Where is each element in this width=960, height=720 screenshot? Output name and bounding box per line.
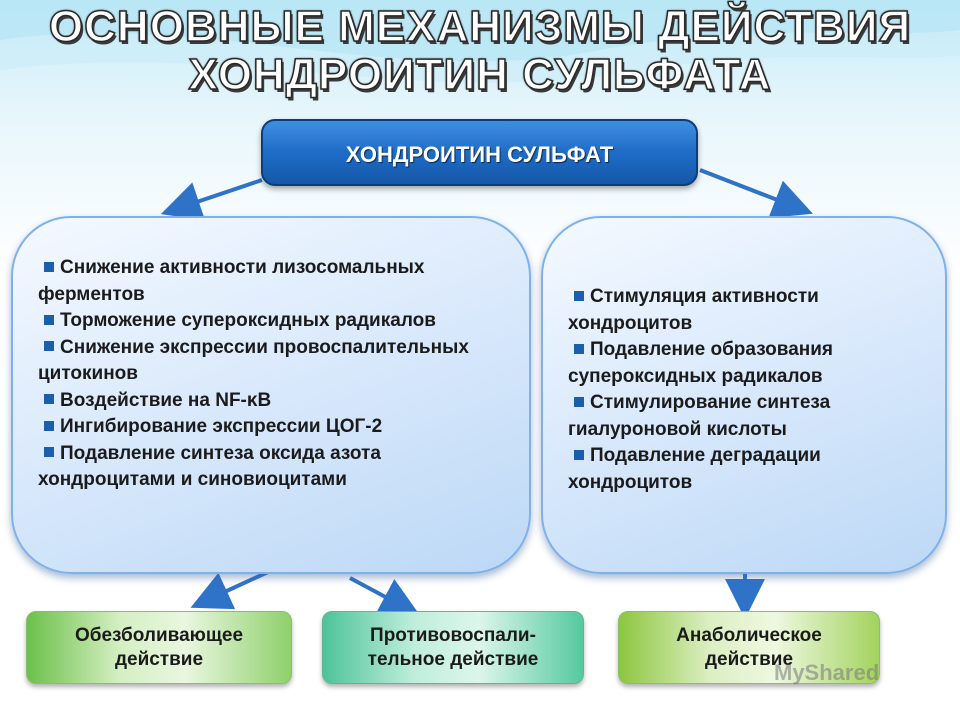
right-mechanisms-panel: Стимуляция активности хондроцитов Подавл… [541,216,947,574]
page-title-line1: ОСНОВНЫЕ МЕХАНИЗМЫ ДЕЙСТВИЯ [48,1,912,52]
list-item: Воздействие на NF-κB [38,388,518,415]
bullet-square-icon [574,290,584,301]
center-node: ХОНДРОИТИН СУЛЬФАТ [261,119,698,186]
bullet-square-icon [574,396,584,407]
effect-antiinflammatory: Противовоспали-тельное действие [322,611,584,684]
effect-anabolic: Анаболическое действие [618,611,880,684]
bullet-square-icon [44,394,54,405]
bullet-square-icon [44,261,54,272]
arrow-to-antiinflammatory [349,576,421,616]
arrow-to-right-panel [699,168,813,218]
watermark: MyShared [774,660,880,685]
list-item: Торможение супероксидных радикалов [38,308,518,335]
list-item: Подавление деградации хондроцитов [568,445,821,493]
left-mechanisms-panel: Снижение активности лизосомальных фермен… [11,216,531,574]
list-item: Ингибирование экспрессии ЦОГ-2 [38,414,518,441]
bullet-square-icon [574,343,584,354]
list-item: Снижение экспрессии провоспалительных ци… [38,336,469,385]
list-item: Стимулирование синтеза гиалуроновой кисл… [568,392,831,440]
list-item: Подавление образования супероксидных рад… [568,339,834,387]
header-wave-decoration [0,0,960,83]
bullet-square-icon [44,447,54,458]
list-item: Стимуляция активности хондроцитов [568,286,819,334]
bullet-square-icon [44,314,54,325]
bullet-square-icon [44,341,54,352]
list-item: Снижение активности лизосомальных фермен… [38,257,425,305]
arrow-to-left-panel [160,178,263,221]
effect-analgesic: Обезболивающее действие [26,611,292,684]
bullet-square-icon [574,449,584,460]
page-title-line2: ХОНДРОИТИН СУЛЬФАТА [188,49,772,100]
list-item: Подавление синтеза оксида азота хондроци… [38,442,381,491]
bullet-square-icon [44,420,54,431]
arrow-to-analgesic [190,570,269,610]
